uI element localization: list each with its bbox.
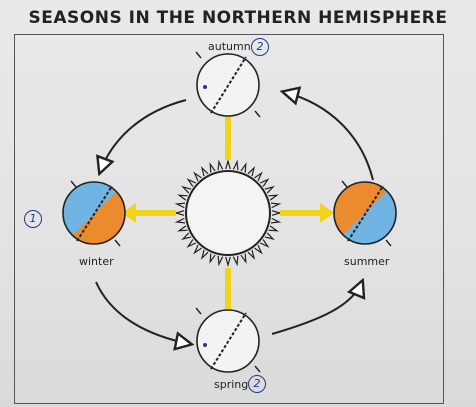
sun-ray [193, 244, 202, 255]
earth-summer [333, 180, 397, 247]
sun-ray [264, 185, 275, 194]
sun-ray [247, 166, 256, 177]
sun-ray [240, 253, 247, 264]
label-winter: winter [79, 255, 114, 268]
sun-ray [200, 249, 209, 260]
badge-spring: 2 [248, 375, 266, 393]
sun-ray [259, 178, 270, 187]
sun-ray [232, 255, 239, 267]
sun-ray [181, 185, 192, 194]
orbit-arrows [95, 92, 374, 344]
label-summer: summer [344, 255, 390, 268]
earth-spring [195, 307, 261, 373]
earth-autumn [195, 51, 261, 118]
orbit-arrow-autumn-to-winter [100, 99, 187, 172]
diagram-title: SEASONS IN THE NORTHERN HEMISPHERE [28, 8, 448, 28]
sun [173, 158, 283, 268]
orbit-arrow-summer-to-autumn [284, 92, 374, 181]
sun-ray [186, 178, 197, 187]
sun-ray [254, 171, 263, 182]
sun-ray [225, 158, 231, 170]
sun-ray [264, 232, 275, 241]
earth-winter [62, 180, 126, 247]
badge-winter: 1 [24, 210, 42, 228]
sun-ray [268, 194, 279, 201]
sun-ray [217, 255, 224, 267]
sun-ray [232, 159, 239, 171]
sun-ray [254, 244, 263, 255]
sun-ray [177, 225, 188, 232]
sun-ray [174, 217, 186, 224]
badge-autumn: 2 [251, 38, 269, 56]
sun-ray [225, 256, 231, 268]
sun-ray [209, 162, 216, 173]
sun-ray [270, 202, 282, 209]
sun-ray [174, 202, 186, 209]
diagram-frame [14, 34, 444, 404]
sun-ray [193, 171, 202, 182]
sun-ray [247, 249, 256, 260]
sun-ray [177, 194, 188, 201]
sun-ray [181, 232, 192, 241]
sun-ray [268, 225, 279, 232]
sun-ray [240, 162, 247, 173]
sun-ray [186, 239, 197, 248]
sun-ray [270, 217, 282, 224]
orbit-arrow-spring-to-summer [271, 282, 362, 335]
sun-ray [271, 210, 283, 216]
sun-ray [200, 166, 209, 177]
sun-ray [209, 253, 216, 264]
orbit-arrow-winter-to-spring [95, 281, 190, 344]
label-spring: spring [214, 378, 249, 391]
sun-ray [217, 159, 224, 171]
sun-ray [173, 210, 185, 216]
sun-ray [259, 239, 270, 248]
label-autumn: autumn [208, 40, 251, 53]
